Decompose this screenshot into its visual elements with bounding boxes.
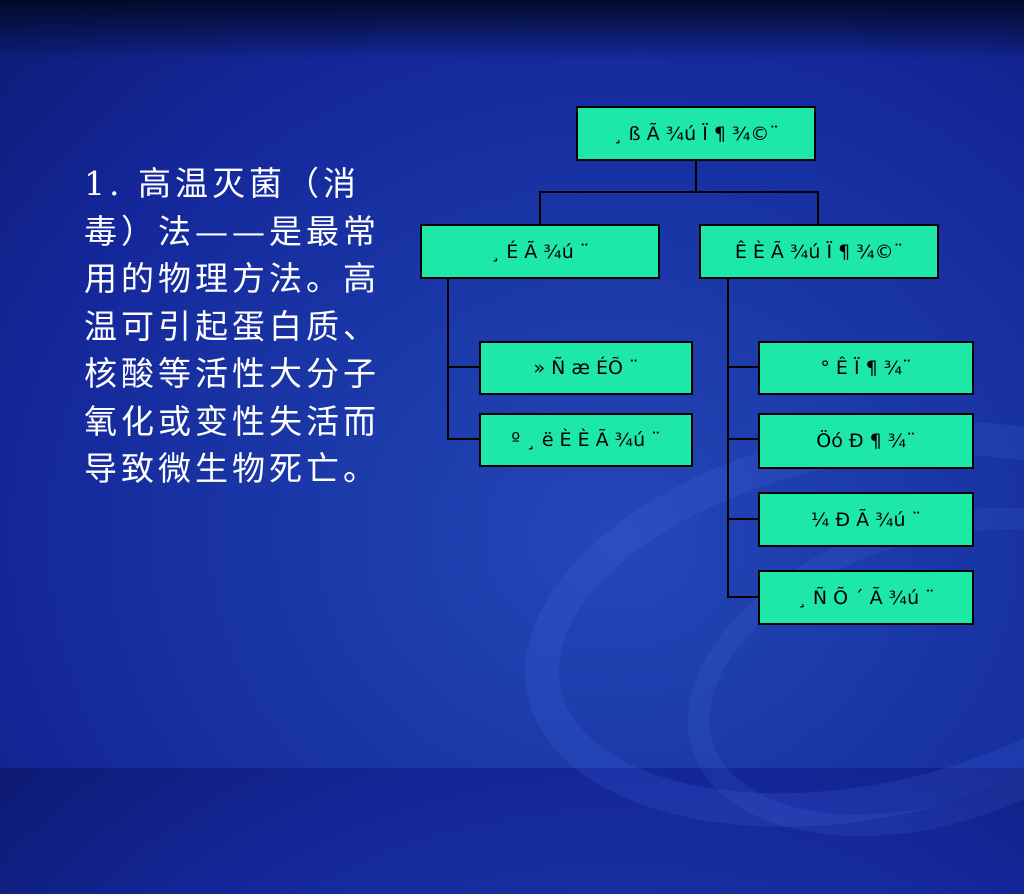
connector-line — [817, 191, 819, 225]
connector-line — [727, 596, 759, 598]
diagram-right-child: ° Ê Ï ¶ ¾¨ — [758, 341, 974, 395]
connector-line — [447, 277, 449, 439]
connector-line — [447, 438, 480, 440]
connector-line — [727, 438, 759, 440]
diagram-branch-left: ¸ É Ã ¾ú ¨ — [420, 224, 660, 279]
connector-line — [727, 366, 759, 368]
diagram-root-node: ¸ ß Ã ¾ú Ï ¶ ¾©¨ — [576, 106, 816, 161]
diagram-branch-right: Ê È Ã ¾ú Ï ¶ ¾©¨ — [699, 224, 939, 279]
connector-line — [727, 277, 729, 597]
connector-line — [727, 518, 759, 520]
connector-line — [447, 366, 480, 368]
diagram-right-child: ¸ Ñ Õ ´ Ã ¾ú ¨ — [758, 570, 974, 625]
connector-line — [695, 160, 697, 192]
diagram-right-child: Öó Ð ¶ ¾¨ — [758, 413, 974, 469]
connector-line — [539, 191, 819, 193]
diagram-right-child: ¼ Ð Ã ¾ú ¨ — [758, 492, 974, 547]
top-dark-band — [0, 0, 1024, 60]
diagram-left-child: » Ñ æ ÉÕ ¨ — [479, 341, 693, 395]
slide-paragraph: 1. 高温灭菌（消毒）法——是最常用的物理方法。高温可引起蛋白质、核酸等活性大分… — [84, 164, 380, 488]
diagram-left-child: º ¸ ë È È Ã ¾ú ¨ — [479, 413, 693, 467]
connector-line — [539, 191, 541, 225]
